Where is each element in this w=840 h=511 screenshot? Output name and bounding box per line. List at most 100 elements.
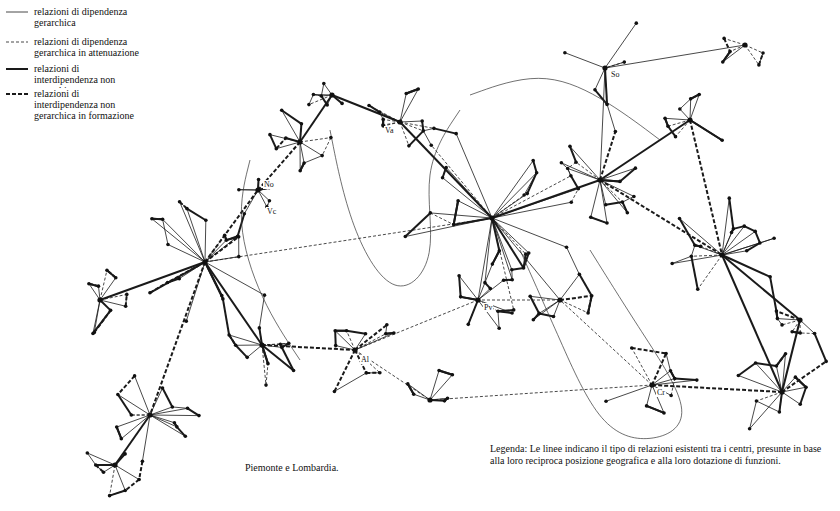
centre-dot — [307, 103, 311, 107]
centre-dot — [569, 200, 573, 204]
centre-dot — [109, 309, 113, 313]
centre-dot — [392, 331, 396, 335]
centre-dot — [412, 392, 416, 396]
centre-dot — [737, 374, 741, 378]
centre-dot — [161, 386, 165, 390]
relation-line — [100, 262, 205, 300]
centre-dot — [147, 412, 152, 417]
centre-dot — [664, 352, 668, 356]
relation-line — [782, 387, 806, 392]
centre-dot — [186, 407, 190, 411]
relation-line — [680, 99, 691, 109]
centre-dot — [329, 136, 333, 140]
relation-line — [276, 138, 286, 149]
centre-dot — [532, 318, 536, 322]
relation-line — [782, 392, 800, 404]
relation-line — [747, 243, 760, 251]
relation-line — [355, 325, 387, 350]
centre-dot — [171, 405, 175, 409]
centre-dot — [618, 180, 622, 184]
relation-line — [262, 345, 268, 364]
relation-line — [776, 354, 785, 366]
centre-dot — [626, 211, 630, 215]
relation-line — [430, 385, 652, 400]
relation-line — [605, 45, 745, 68]
centre-dot — [798, 402, 802, 406]
relation-line — [334, 373, 366, 392]
relation-line — [456, 134, 492, 218]
centre-dot — [86, 451, 90, 455]
centre-dot — [669, 369, 673, 373]
centre-dot — [257, 178, 261, 182]
centre-dot — [320, 154, 324, 158]
relation-line — [605, 68, 607, 104]
centre-dot — [748, 427, 752, 431]
relation-line — [282, 110, 302, 124]
relation-line — [750, 401, 757, 429]
relation-line — [322, 138, 331, 156]
relation-line — [117, 427, 122, 439]
centre-dot — [407, 144, 411, 148]
centre-dot — [491, 262, 495, 266]
centre-dot — [322, 82, 326, 86]
relation-line — [755, 231, 760, 243]
centre-dot — [565, 245, 569, 249]
centre-dot — [441, 176, 445, 180]
relation-line — [591, 180, 600, 217]
centre-dot — [381, 118, 385, 122]
centre-dot — [775, 309, 779, 313]
centre-dot — [557, 297, 562, 302]
relation-line — [600, 180, 722, 255]
relation-line — [606, 202, 623, 205]
centre-dot — [340, 102, 344, 106]
area-boundary — [330, 110, 460, 286]
relation-line — [262, 345, 294, 371]
centre-dot — [722, 37, 726, 41]
relation-line — [135, 376, 150, 415]
relation-line — [698, 255, 722, 289]
relation-line — [588, 296, 592, 313]
relation-line — [355, 350, 430, 400]
centre-dot — [693, 243, 697, 247]
centre-dot — [512, 308, 516, 312]
legend-label: relazioni di dipendenza gerarchica in at… — [30, 36, 142, 58]
centre-dot — [528, 295, 532, 299]
centre-dot — [444, 166, 448, 170]
centre-dot — [768, 275, 772, 279]
relation-line — [163, 219, 205, 262]
relation-line — [560, 296, 592, 300]
centre-dot — [404, 235, 408, 239]
centre-dot — [813, 332, 817, 336]
centres — [86, 21, 828, 497]
relation-line — [236, 345, 248, 357]
centre-dot — [352, 347, 357, 352]
relation-line — [759, 53, 763, 65]
relation-line — [259, 295, 264, 328]
centre-dot — [221, 297, 225, 301]
centre-dot — [690, 254, 694, 258]
relation-line — [430, 370, 439, 400]
relation-line — [347, 331, 355, 350]
centre-dot — [622, 60, 626, 64]
relation-line — [205, 262, 264, 295]
relation-line — [270, 135, 276, 149]
centre-dot — [284, 136, 288, 140]
relation-line — [647, 385, 652, 406]
centre-dot — [437, 369, 441, 373]
area-boundaries — [241, 78, 681, 438]
relation-line — [118, 395, 131, 416]
relation-line — [118, 395, 150, 415]
relation-line — [690, 120, 722, 140]
relation-line — [383, 122, 400, 125]
centre-dot — [237, 235, 241, 239]
centre-dot — [237, 255, 241, 259]
relation-line — [666, 353, 670, 370]
relation-line — [691, 255, 722, 256]
relation-line — [756, 392, 782, 401]
relation-line — [492, 218, 526, 254]
relation-line — [539, 313, 553, 316]
centre-dot — [364, 332, 368, 336]
relation-line — [527, 173, 536, 194]
centre-dot — [384, 332, 388, 336]
relation-line — [782, 320, 800, 325]
